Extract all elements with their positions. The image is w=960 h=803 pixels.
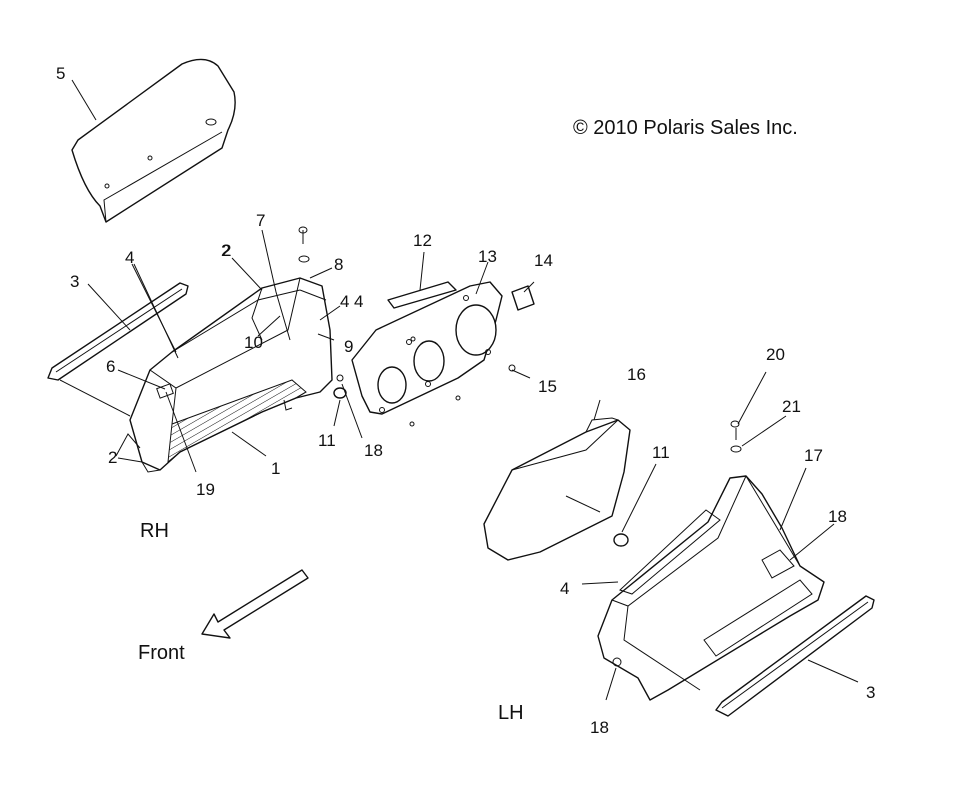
label-front: Front [138, 642, 185, 664]
callout-18: 18 [590, 718, 609, 737]
callout-numbers: 5 7 2 8 4 3 4 2 6 10 4 9 12 13 14 15 11 … [56, 64, 875, 737]
callout-4: 4 [340, 292, 349, 311]
callout-16: 16 [627, 365, 646, 384]
label-rh: RH [140, 520, 169, 542]
callout-15: 15 [538, 377, 557, 396]
leader-lines [59, 79, 859, 701]
copyright-text: © 2010 Polaris Sales Inc. [573, 117, 798, 139]
callout-20: 20 [766, 345, 785, 364]
callout-2: 2 [222, 241, 231, 260]
screw-washer-rh [298, 226, 310, 263]
part-3-trim-strip-rh [47, 282, 189, 381]
callout-12: 12 [413, 231, 432, 250]
callout-1: 1 [271, 459, 280, 478]
part-5-cover-panel [71, 58, 236, 223]
part-11-grommet-lh [613, 533, 629, 547]
part-13-gauge-panel [351, 281, 503, 415]
callout-9: 9 [344, 337, 353, 356]
callout-14: 14 [534, 251, 553, 270]
callout-13: 13 [478, 247, 497, 266]
panel-screws [409, 336, 516, 427]
callout-4: 4 [560, 579, 569, 598]
callout-18: 18 [364, 441, 383, 460]
callout-5: 5 [56, 64, 65, 83]
part-18-pin-lh-bottom [612, 657, 622, 667]
callout-11: 11 [318, 431, 336, 450]
part-16-foam-block [483, 417, 631, 561]
callout-10: 10 [244, 333, 263, 352]
callout-3: 3 [866, 683, 875, 702]
screw-washer-lh [730, 420, 742, 453]
callout-18: 18 [828, 507, 847, 526]
callout-4: 4 [354, 292, 363, 311]
callout-7: 7 [256, 211, 265, 230]
part-12-strip [387, 281, 457, 309]
callout-4: 4 [125, 248, 134, 267]
label-lh: LH [498, 702, 524, 724]
part-3-trim-strip-lh [715, 595, 875, 717]
callout-6: 6 [106, 357, 115, 376]
part-18-pin-rh [336, 374, 344, 382]
callout-11: 11 [652, 443, 670, 462]
part-11-grommet-rh [333, 387, 347, 399]
callout-17: 17 [804, 446, 823, 465]
part-14-decal [511, 285, 535, 311]
callout-8: 8 [334, 255, 343, 274]
rh-dash-assembly [129, 277, 333, 473]
callout-2: 2 [108, 448, 117, 467]
callout-2: 2 [221, 241, 230, 260]
lh-dash-assembly [597, 475, 825, 701]
callout-21: 21 [782, 397, 801, 416]
callout-3: 3 [70, 272, 79, 291]
callout-19: 19 [196, 480, 215, 499]
front-arrow-icon [201, 569, 309, 639]
